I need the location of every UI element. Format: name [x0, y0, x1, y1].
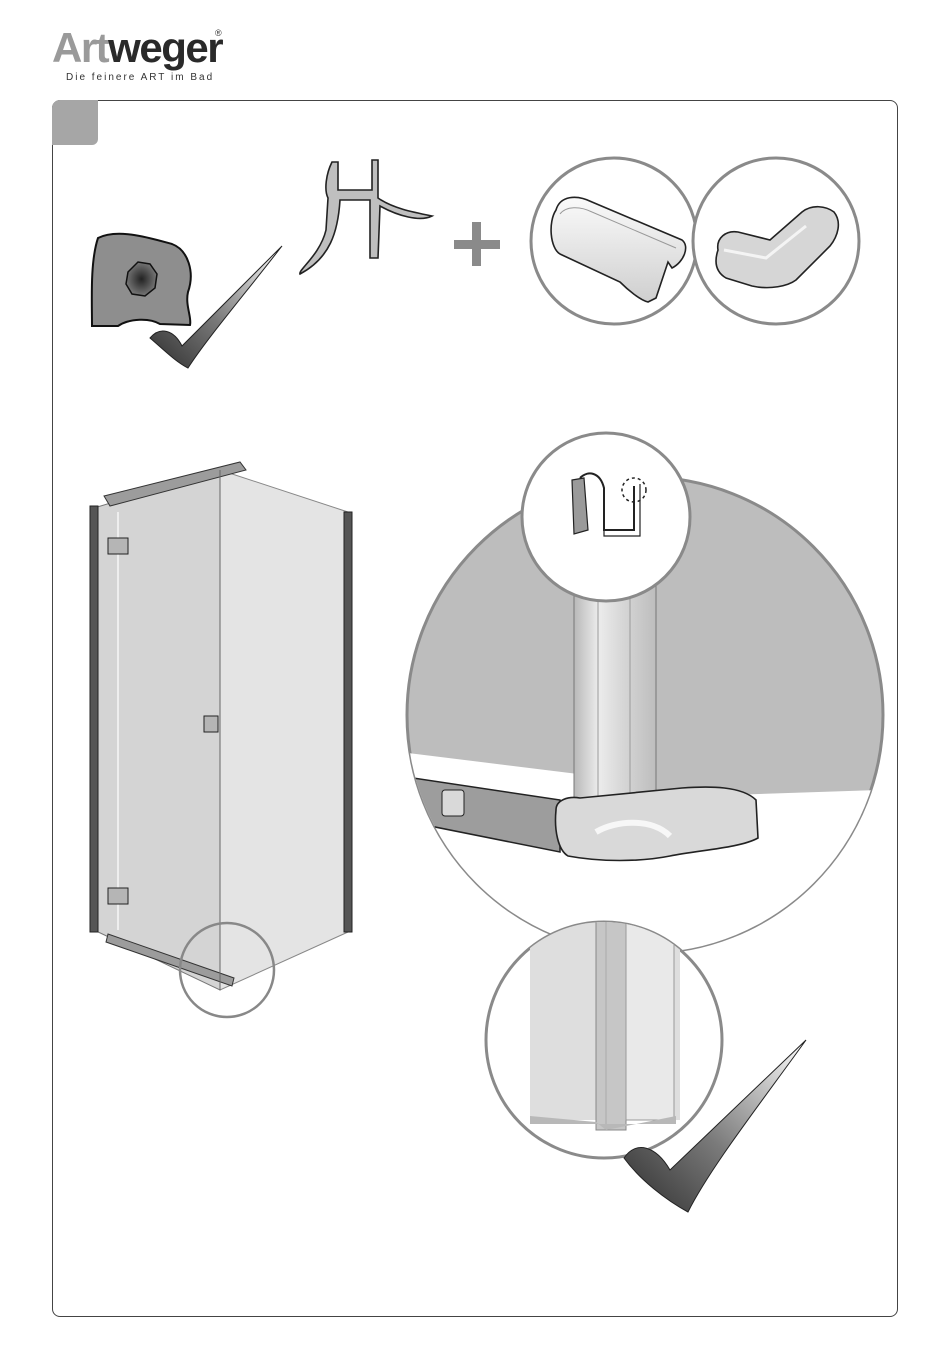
damaged-seal-profile-icon	[92, 234, 191, 326]
end-cap-corner-icon	[693, 158, 859, 324]
plus-icon	[454, 222, 500, 266]
end-cap-straight-icon	[531, 158, 697, 324]
shower-enclosure-icon	[90, 462, 352, 1017]
seal-bottom-detail-icon	[486, 920, 722, 1158]
seal-strip-profile-icon	[300, 160, 432, 274]
seal-cross-section-icon	[522, 433, 690, 601]
